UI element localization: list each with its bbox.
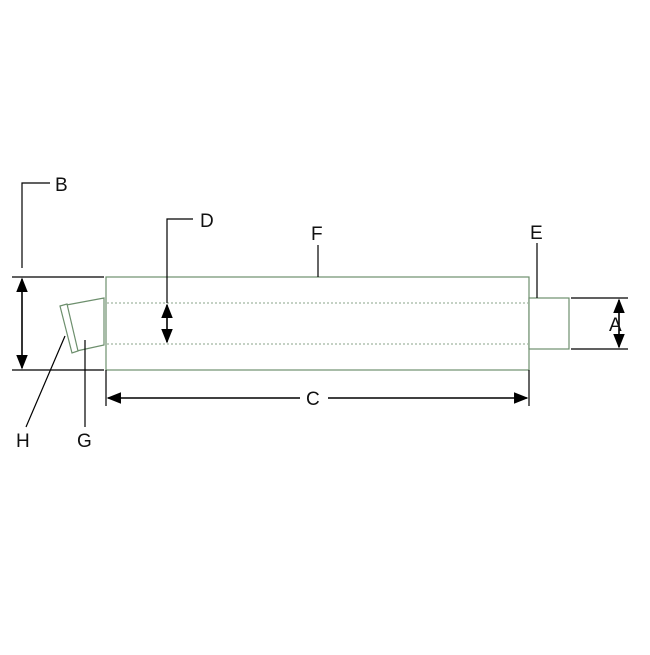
label-f: F — [311, 224, 323, 245]
label-c: C — [306, 389, 320, 410]
label-b: B — [55, 175, 68, 196]
d-leader — [166, 218, 193, 303]
label-h: H — [16, 431, 30, 452]
b-leader — [21, 182, 50, 268]
h-leader — [25, 335, 66, 428]
label-d: D — [200, 211, 214, 232]
inlet-flare — [59, 303, 79, 354]
label-g: G — [77, 431, 92, 452]
outlet-pipe — [528, 297, 570, 350]
muffler-body — [105, 276, 530, 371]
label-e: E — [530, 223, 543, 244]
label-a: A — [609, 315, 622, 336]
